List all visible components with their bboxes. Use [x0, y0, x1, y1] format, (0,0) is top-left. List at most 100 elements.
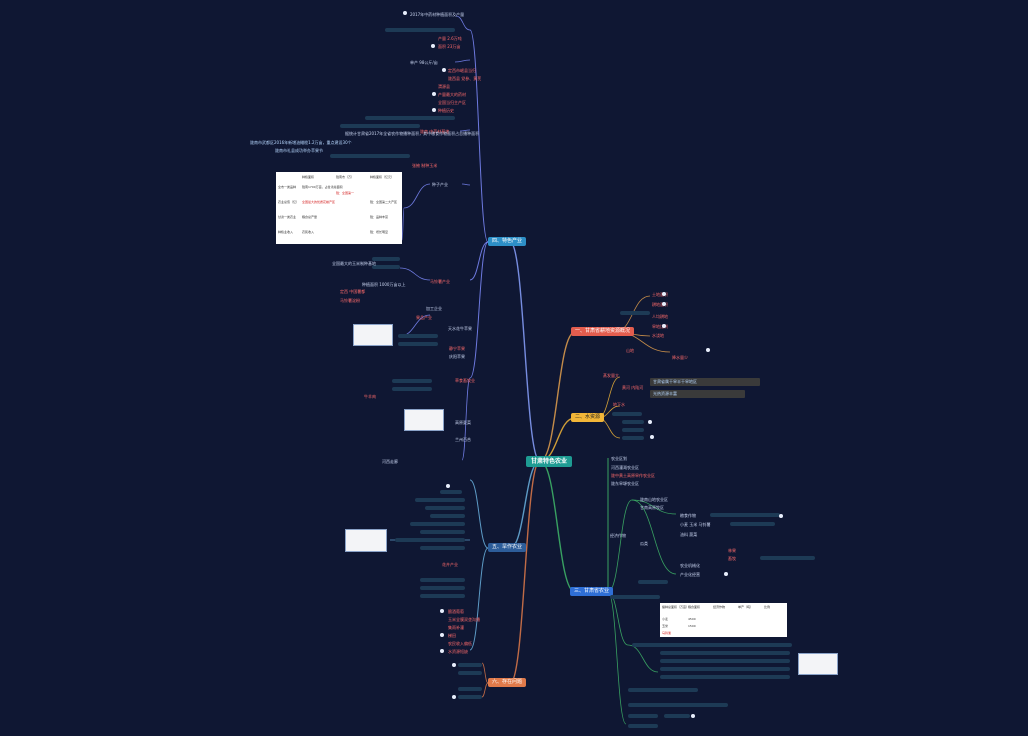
- leaf-gannan[interactable]: 甘南高原牧区: [640, 505, 664, 510]
- table-right-header: 比例: [764, 605, 771, 609]
- leaf-bar: [392, 379, 432, 383]
- number-badge-icon: [440, 609, 444, 613]
- connector-line: [539, 331, 576, 462]
- leaf-wine-grape[interactable]: 酿酒葡萄: [448, 609, 464, 614]
- leaf-bar: [420, 594, 465, 598]
- connector-line: [509, 460, 541, 684]
- leaf-zoning[interactable]: 农业区划: [611, 456, 627, 461]
- leaf-danggui-area[interactable]: 全国当归主产区: [438, 100, 466, 105]
- leaf-weiyuan[interactable]: 渭源县: [438, 84, 450, 89]
- leaf-dingxi[interactable]: 定西 中国薯都: [340, 289, 366, 294]
- leaf-cash-crops[interactable]: 经济作物: [610, 533, 626, 538]
- leaf-history[interactable]: 种植历史: [438, 108, 454, 113]
- leaf-max-herb[interactable]: 产量最大的药材: [438, 92, 466, 97]
- leaf-bar: [458, 695, 482, 699]
- connector-line: [399, 267, 431, 281]
- number-badge-icon: [650, 435, 654, 439]
- leaf-rivers[interactable]: 黄河 内陆河: [622, 385, 644, 390]
- leaf-summer-veg[interactable]: 高原夏菜: [455, 420, 471, 425]
- number-badge-icon: [431, 44, 435, 48]
- branch-water-resources[interactable]: 二、水资源: [571, 413, 605, 422]
- leaf-flowers[interactable]: 花卉产业: [442, 562, 458, 567]
- leaf-loess[interactable]: 陇中黄土高原旱作农业区: [611, 473, 655, 478]
- leaf-longnan-mountain[interactable]: 陇南山地农业区: [640, 497, 668, 502]
- leaf-corner-list[interactable]: 全国最大的玉米制种基地: [332, 261, 376, 266]
- image-thumbnail-icon[interactable]: [404, 409, 444, 431]
- branch-featured-industry[interactable]: 四、特色产业: [488, 237, 527, 246]
- leaf-longnan-base[interactable]: 陇南 中药材基地: [420, 129, 450, 134]
- image-thumbnail-icon[interactable]: [345, 529, 387, 552]
- root-node[interactable]: 甘肃特色农业: [526, 456, 573, 467]
- leaf-bar: [458, 687, 482, 691]
- image-thumbnail-icon[interactable]: [353, 324, 393, 346]
- leaf-minxian[interactable]: 定西市岷县当归: [448, 68, 476, 73]
- leaf-terrace[interactable]: 梯田: [448, 633, 456, 638]
- leaf-film-corn[interactable]: 玉米全膜双垄沟播: [448, 617, 480, 622]
- leaf-hexi-irrigation[interactable]: 河西灌溉农业区: [611, 465, 639, 470]
- leaf-farmland-area[interactable]: 耕地面积: [652, 302, 668, 307]
- connector-line: [403, 183, 431, 209]
- branch-agriculture[interactable]: 三、甘肃省农业: [570, 587, 614, 596]
- number-badge-icon: [691, 714, 695, 718]
- leaf-irrigated[interactable]: 水浇地: [652, 333, 664, 338]
- leaf-hexi[interactable]: 河西走廊: [382, 459, 398, 464]
- leaf-industrialization[interactable]: 产业化经营: [680, 572, 700, 577]
- leaf-mountain-sub[interactable]: 降水量少: [672, 355, 688, 360]
- leaf-livestock[interactable]: 草食畜牧业: [455, 378, 475, 383]
- leaf-lanzhou-lily[interactable]: 兰州百合: [455, 437, 471, 442]
- leaf-animal[interactable]: 畜牧: [728, 556, 736, 561]
- leaf-per-capita[interactable]: 人均耕地: [652, 314, 668, 319]
- branch-problems[interactable]: 六、存在问题: [488, 678, 527, 687]
- leaf-processing[interactable]: 加工企业: [426, 306, 442, 311]
- leaf-bar: [632, 643, 792, 647]
- leaf-herb-area[interactable]: 2017年中药材种植面积及产量: [410, 12, 465, 17]
- table-right-cell: 4500: [688, 617, 696, 621]
- leaf-potato[interactable]: 马铃薯产业: [430, 279, 450, 284]
- branch-dry-farming[interactable]: 五、旱作农业: [488, 543, 527, 552]
- leaf-beef-lamb[interactable]: 牛羊肉: [364, 394, 376, 399]
- leaf-yield[interactable]: 单产 98公斤/亩: [410, 60, 438, 65]
- table-left-cell: 种植业收入: [278, 230, 294, 234]
- leaf-area[interactable]: 面积 23万亩: [438, 44, 461, 49]
- leaf-dryland[interactable]: 旱地比例: [652, 324, 668, 329]
- leaf-land-area[interactable]: 土地面积: [652, 292, 668, 297]
- leaf-jingning-apple[interactable]: 静宁苹果: [449, 346, 465, 351]
- leaf-bar: [620, 311, 650, 315]
- leaf-mountain[interactable]: 山地: [626, 348, 634, 353]
- leaf-zhangye[interactable]: 张掖 制种玉米: [412, 163, 438, 168]
- leaf-bar: [638, 580, 668, 584]
- leaf-bar: [612, 412, 642, 416]
- branch-land-resources[interactable]: 一、甘肃省耕地资源概况: [571, 327, 635, 336]
- leaf-seed-industry[interactable]: 种子产业: [432, 182, 448, 187]
- leaf-rain-harvest[interactable]: 集雨补灌: [448, 625, 464, 630]
- leaf-mechanization[interactable]: 农业机械化: [680, 563, 700, 568]
- leaf-evaporation[interactable]: 蒸发量大: [603, 373, 619, 378]
- leaf-bar: [664, 714, 690, 718]
- leaf-fruit[interactable]: 果品产业: [416, 315, 432, 320]
- leaf-starch[interactable]: 马铃薯淀粉: [340, 298, 360, 303]
- image-thumbnail-icon[interactable]: [798, 653, 838, 675]
- leaf-bar: [660, 675, 790, 679]
- leaf-output[interactable]: 产量 2.6万吨: [438, 36, 462, 41]
- leaf-longxi[interactable]: 陇西县 党参、黄芪: [448, 76, 482, 81]
- leaf-groundwater[interactable]: 地下水: [613, 402, 625, 407]
- leaf-bar: [660, 667, 790, 671]
- connector-line: [607, 591, 629, 646]
- leaf-melons[interactable]: 瓜类: [640, 541, 648, 546]
- number-badge-icon: [440, 633, 444, 637]
- table-left-header: 种植面积（亿元）: [370, 175, 395, 179]
- connector-line: [459, 129, 471, 132]
- leaf-grain-crops[interactable]: 小麦 玉米 马铃薯: [680, 522, 711, 527]
- leaf-potato-area[interactable]: 种植面积 1000万亩以上: [362, 282, 406, 287]
- connector-line: [509, 460, 541, 549]
- table-right-header: 经济作物: [713, 605, 726, 609]
- leaf-oil-veg[interactable]: 油料 蔬菜: [680, 532, 698, 537]
- leaf-tianshui-apple[interactable]: 天水花牛苹果: [448, 326, 472, 331]
- leaf-forest-fruit[interactable]: 林果: [728, 548, 736, 553]
- leaf-longdong[interactable]: 陇东旱塬农业区: [611, 481, 639, 486]
- leaf-low-income[interactable]: 农民收入偏低: [448, 641, 472, 646]
- table-right-header: 单产（吨）: [738, 605, 754, 609]
- leaf-grain[interactable]: 粮食作物: [680, 513, 696, 518]
- leaf-water-short[interactable]: 水资源短缺: [448, 649, 468, 654]
- leaf-qingyang-apple[interactable]: 庆阳苹果: [449, 354, 465, 359]
